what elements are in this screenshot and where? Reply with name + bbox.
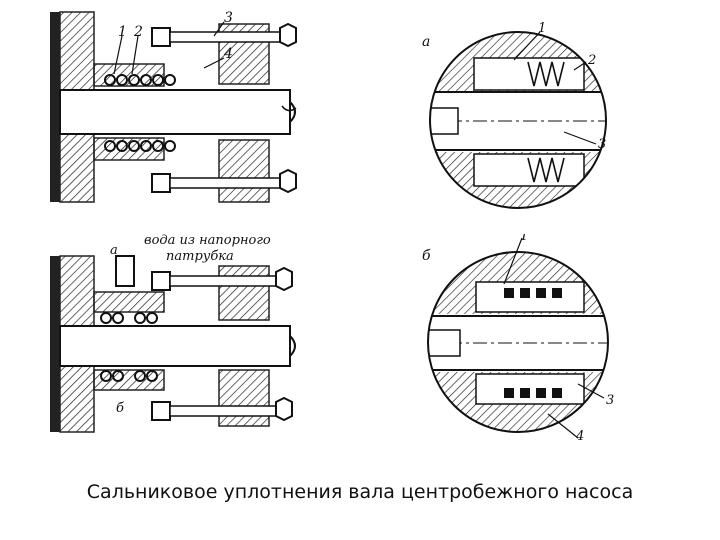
bolt-top (169, 275, 277, 287)
callout-1: 1 (118, 24, 127, 40)
callout-3: 3 (606, 393, 614, 408)
gland-seal-diagram-plain: 1 2 3 4 (44, 6, 314, 218)
packing-rings-top (100, 312, 158, 324)
spring-bottom (527, 157, 565, 183)
callout-2: 2 (587, 53, 596, 68)
callout-3: 3 (598, 137, 606, 152)
callout-1: 1 (538, 21, 546, 36)
shaft (59, 325, 291, 367)
spring-top (527, 61, 565, 87)
pump-wall (50, 12, 60, 202)
mechanical-seal-diagram-a: а 1 2 3 (408, 20, 638, 220)
gland-follower-bottom (218, 139, 270, 203)
label-b: б (116, 401, 124, 416)
callout-3: 3 (224, 10, 233, 26)
mechanical-seal-b-drawing: б 1 3 4 (422, 234, 614, 444)
shaft (59, 89, 291, 135)
water-note-line2: патрубка (166, 249, 234, 264)
callout-4: 4 (223, 46, 233, 62)
detail-circle (427, 251, 609, 433)
packing-rings-top (104, 74, 176, 86)
mechanical-seal-diagram-b: б 1 3 4 (408, 234, 638, 444)
bolt-bottom (169, 177, 281, 189)
panel-letter-a: а (422, 34, 430, 50)
nut-top (279, 22, 297, 48)
packing-rings-bottom (100, 370, 158, 382)
seal-blocks-top (504, 288, 562, 298)
label-a: а (110, 243, 118, 258)
packing-rings-bottom (104, 140, 176, 152)
bolt-bottom (169, 405, 277, 417)
callout-4: 4 (575, 429, 584, 444)
mechanical-seal-a-drawing: а 1 2 3 (422, 21, 607, 209)
figure-caption: Сальниковое уплотнения вала центробежног… (86, 481, 634, 503)
water-inlet (115, 255, 135, 287)
seal-blocks-bottom (504, 388, 562, 398)
detail-circle (429, 31, 607, 209)
callout-2: 2 (133, 24, 143, 40)
water-note-line1: вода из напорного (144, 233, 271, 248)
gland-seal-diagram-water: вода из напорного патрубка а б (44, 226, 314, 438)
gland-seal-water-drawing: вода из напорного патрубка а б (50, 233, 296, 433)
gland-seal-drawing: 1 2 3 4 (50, 10, 297, 203)
nut-bottom (279, 168, 297, 194)
panel-letter-b: б (422, 248, 431, 264)
bolt-top (169, 31, 281, 43)
callout-1: 1 (520, 234, 528, 244)
